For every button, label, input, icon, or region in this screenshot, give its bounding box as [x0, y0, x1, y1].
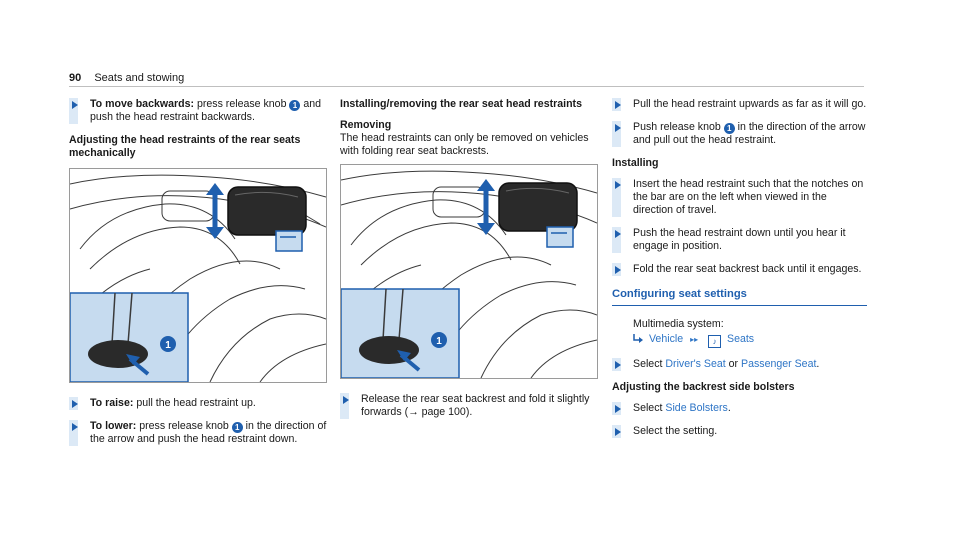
step-fold-back: Fold the rear seat backrest back until i… [612, 263, 867, 276]
column-3: Pull the head restraint upwards as far a… [612, 98, 867, 448]
step-select-seat: Select Driver's Seat or Passenger Seat. [612, 358, 867, 371]
header-rule [69, 86, 864, 87]
section-title-configuring: Configuring seat settings [612, 288, 747, 300]
step-arrow-icon [72, 423, 78, 431]
callout-1-icon: 1 [289, 100, 301, 111]
page-reference[interactable]: → page 100 [408, 406, 466, 418]
step-arrow-icon [72, 101, 78, 109]
callout-1-icon: 1 [231, 422, 243, 433]
figure-head-restraint-adjust: 1 [69, 168, 327, 383]
subheading-adjust-mechanically: Adjusting the head restraints of the rea… [69, 134, 301, 159]
menu-vehicle[interactable]: Vehicle [648, 333, 684, 345]
step-select-bolsters: Select Side Bolsters. [612, 402, 867, 415]
step-arrow-icon [343, 396, 349, 404]
step-select-setting: Select the setting. [612, 425, 867, 438]
double-chevron-icon: ▸▸ [690, 335, 699, 344]
step-push-knob: Push release knob 1 in the direction of … [612, 121, 867, 147]
step-move-backwards: To move backwards: press release knob 1 … [69, 98, 327, 124]
column-1: To move backwards: press release knob 1 … [69, 98, 327, 456]
step-release-backrest: Release the rear seat backrest and fold … [340, 393, 598, 419]
multimedia-label: Multimedia system: [633, 318, 724, 330]
corner-arrow-icon [633, 334, 643, 343]
step-arrow-icon [615, 101, 621, 109]
installing-title: Installing [612, 157, 659, 169]
figure-head-restraint-remove: 1 [340, 164, 598, 379]
step-raise: To raise: pull the head restraint up. [69, 397, 327, 410]
step-arrow-icon [615, 266, 621, 274]
step-arrow-icon [615, 230, 621, 238]
menu-passenger-seat[interactable]: Passenger Seat [741, 358, 817, 370]
step-lower: To lower: press release knob 1 in the di… [69, 420, 327, 446]
section-name: Seats and stowing [94, 72, 185, 84]
step-arrow-icon [615, 181, 621, 189]
menu-seats[interactable]: Seats [727, 333, 755, 345]
step-arrow-icon [72, 400, 78, 408]
removing-text: The head restraints can only be removed … [340, 132, 589, 157]
seat-icon: ♪ [708, 335, 722, 348]
step-arrow-icon [615, 361, 621, 369]
subheading-install-remove: Installing/removing the rear seat head r… [340, 98, 582, 110]
figure-callout: 1 [436, 336, 442, 347]
menu-drivers-seat[interactable]: Driver's Seat [665, 358, 726, 370]
callout-1-icon: 1 [723, 123, 735, 134]
step-push-down: Push the head restraint down until you h… [612, 227, 867, 253]
step-arrow-icon [615, 428, 621, 436]
step-insert: Insert the head restraint such that the … [612, 178, 867, 217]
figure-callout: 1 [165, 340, 171, 351]
removing-title: Removing [340, 119, 392, 131]
bolsters-title: Adjusting the backrest side bolsters [612, 381, 795, 393]
menu-path: Vehicle ▸▸ ♪ Seats [612, 333, 867, 348]
page-number: 90 [69, 72, 82, 84]
menu-side-bolsters[interactable]: Side Bolsters [665, 402, 728, 414]
section-rule [612, 305, 867, 306]
step-arrow-icon [615, 405, 621, 413]
column-2: Installing/removing the rear seat head r… [340, 98, 598, 429]
step-pull-up: Pull the head restraint upwards as far a… [612, 98, 867, 111]
seat-illustration-2: 1 [341, 170, 597, 378]
page-header: 90 Seats and stowing [69, 72, 184, 85]
step-arrow-icon [615, 124, 621, 132]
seat-illustration: 1 [70, 174, 326, 382]
